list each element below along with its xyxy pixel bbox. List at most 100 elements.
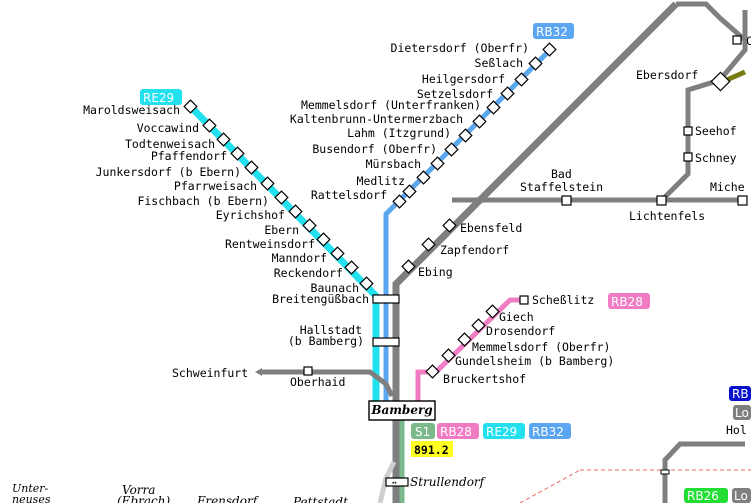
station-manndorf: Manndorf bbox=[272, 251, 327, 265]
station-unterneuses: Unter- bbox=[12, 482, 49, 495]
strullendorf-arrows: ↔ bbox=[392, 478, 397, 487]
rb28-badge-2 bbox=[437, 423, 479, 439]
station-hol-partial: Hol bbox=[726, 423, 747, 437]
rb32-badge: RB32 bbox=[533, 23, 574, 39]
lo-badge-1 bbox=[733, 405, 751, 420]
station-schesslitz: Scheßlitz bbox=[532, 293, 594, 307]
strullendorf: ↔ Strullendorf bbox=[385, 475, 487, 489]
c-marker bbox=[732, 35, 742, 45]
station-busendorf: Busendorf (Oberfr) bbox=[312, 142, 437, 156]
breitenguessbach-marker bbox=[372, 294, 400, 304]
station-hallstadt-suffix: (b Bamberg) bbox=[288, 334, 364, 348]
station-bruckertshof: Bruckertshof bbox=[443, 372, 526, 386]
rb-dark-badge-label: RB bbox=[732, 387, 749, 401]
upper-right-line bbox=[676, 1, 747, 42]
rb26-badge-label: RB26 bbox=[687, 489, 719, 503]
station-seehof: Seehof bbox=[695, 124, 737, 138]
re29-badge-2-label: RE29 bbox=[486, 425, 517, 439]
s1-badge bbox=[411, 423, 435, 439]
station-breitenguessbach: Breitengüßbach bbox=[272, 292, 369, 306]
station-pettstadt: Pettstadt bbox=[292, 495, 348, 503]
station-pfarrweisach: Pfarrweisach bbox=[174, 179, 257, 193]
bottom-labels: Unter- neuses Vorra (Ebrach) Frensdorf P… bbox=[12, 482, 348, 503]
station-ebensfeld: Ebensfeld bbox=[460, 221, 522, 235]
rb32-badge-2 bbox=[529, 423, 571, 439]
station-maroldsweisach: Maroldsweisach bbox=[83, 103, 180, 117]
station-ebing: Ebing bbox=[418, 265, 453, 279]
s1-badge-label: S1 bbox=[415, 425, 430, 439]
station-frensdorf: Frensdorf bbox=[196, 494, 260, 503]
station-michelau: Miche bbox=[710, 180, 745, 194]
station-rentweinsdorf: Rentweinsdorf bbox=[225, 237, 315, 251]
station-giech: Giech bbox=[499, 310, 534, 324]
rb28-stations: Scheßlitz RB28 Giech Drosendorf Memmelsd… bbox=[425, 293, 650, 386]
re29-stations: Maroldsweisach Voccawind Todtenweisach P… bbox=[83, 99, 374, 295]
ebersdorf-line bbox=[660, 10, 748, 202]
re29-badge-label: RE29 bbox=[143, 91, 174, 105]
timetable-number: 891.2 bbox=[414, 443, 449, 457]
track-lines bbox=[187, 1, 751, 503]
station-dietersdorf: Dietersdorf (Oberfr) bbox=[391, 41, 529, 55]
station-ebern: Ebern bbox=[264, 223, 299, 237]
station-strullendorf: Strullendorf bbox=[410, 475, 487, 489]
oberhaid-marker bbox=[303, 366, 313, 376]
station-fischbach: Fischbach (b Ebern) bbox=[137, 194, 269, 208]
station-gundelsheim: Gundelsheim (b Bamberg) bbox=[455, 354, 614, 368]
station-junkersdorf: Junkersdorf (b Ebern) bbox=[96, 165, 241, 179]
rb28-badge-2-label: RB28 bbox=[440, 425, 472, 439]
schesslitz-marker bbox=[519, 295, 529, 305]
re29-badge-2 bbox=[483, 423, 525, 439]
station-rattelsdorf: Rattelsdorf bbox=[311, 188, 387, 202]
station-vorra-2: (Ebrach) bbox=[117, 494, 170, 503]
rb32-stations: Dietersdorf (Oberfr) Seßlach Heilgersdor… bbox=[290, 41, 557, 209]
station-schney: Schney bbox=[695, 151, 737, 165]
station-medlitz: Medlitz bbox=[357, 174, 405, 188]
strullendorf-marker bbox=[385, 477, 409, 487]
station-staffelstein: Staffelstein bbox=[520, 180, 603, 194]
bad-staffelstein-marker bbox=[561, 195, 572, 206]
timetable-highlight bbox=[411, 441, 453, 457]
re29-badge: RE29 bbox=[140, 89, 182, 105]
bottom-right-line bbox=[662, 441, 745, 503]
michelau-marker bbox=[737, 195, 748, 206]
station-bamberg: Bamberg bbox=[370, 403, 432, 417]
station-heilgersdorf: Heilgersdorf bbox=[422, 72, 505, 86]
rb28-badge bbox=[608, 293, 650, 309]
bamberg-hub: Bamberg bbox=[368, 400, 436, 421]
station-pfaffendorf: Pfaffendorf bbox=[151, 149, 227, 163]
rb32-badge-2-label: RB32 bbox=[532, 425, 564, 439]
station-todtenweisach: Todtenweisach bbox=[125, 137, 215, 151]
station-schweinfurt: Schweinfurt bbox=[172, 366, 248, 380]
station-setzelsdorf: Setzelsdorf bbox=[417, 87, 493, 101]
station-memmelsdorf-ofr: Memmelsdorf (Oberfr) bbox=[472, 340, 610, 354]
station-oberhaid: Oberhaid bbox=[290, 375, 345, 389]
station-drosendorf: Drosendorf bbox=[486, 324, 555, 338]
station-kaltenbrunn: Kaltenbrunn-Untermerzbach bbox=[290, 112, 463, 126]
rb-dark-badge bbox=[729, 386, 751, 401]
station-eyrichshof: Eyrichshof bbox=[216, 208, 285, 222]
rb32-badge-label: RB32 bbox=[536, 25, 568, 39]
schney-marker bbox=[683, 152, 693, 162]
station-zapfendorf: Zapfendorf bbox=[440, 243, 509, 257]
bamberg-box bbox=[368, 400, 436, 421]
lo-badge-2-label: Lo bbox=[734, 489, 748, 503]
lo-badge-2 bbox=[732, 488, 751, 503]
rb32-line bbox=[383, 48, 552, 408]
station-sesslach: Seßlach bbox=[475, 56, 523, 70]
schweinfurt-line bbox=[262, 369, 395, 398]
station-bad: Bad bbox=[551, 167, 572, 181]
schweinfurt-arrow bbox=[255, 368, 262, 376]
lichtenfels-marker bbox=[656, 195, 667, 206]
bottom-right-marker bbox=[660, 469, 670, 475]
lo-badge-1-label: Lo bbox=[735, 406, 749, 420]
station-vorra: Vorra bbox=[122, 483, 155, 497]
station-unterneuses-2: neuses bbox=[12, 493, 51, 503]
main-line-north bbox=[392, 1, 679, 503]
bamberg-badges: S1 RB28 RE29 RB32 891.2 bbox=[411, 423, 571, 457]
station-muersbach: Mürsbach bbox=[366, 157, 421, 171]
main-stations: Breitengüßbach Hallstadt (b Bamberg) Sch… bbox=[172, 34, 751, 389]
rb28-badge-label: RB28 bbox=[611, 295, 643, 309]
station-memmelsdorf-ufr: Memmelsdorf (Unterfranken) bbox=[301, 98, 481, 112]
seehof-marker bbox=[683, 126, 693, 136]
